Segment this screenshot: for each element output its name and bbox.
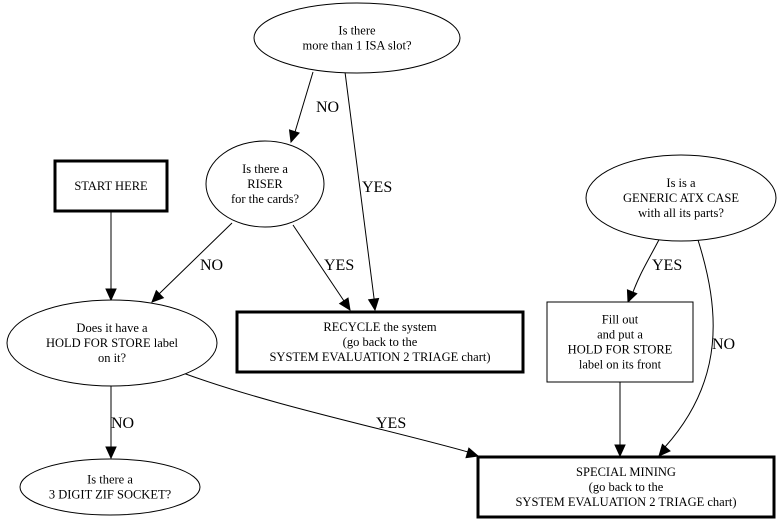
edge-label-no: NO: [712, 336, 735, 353]
edge-line: [182, 372, 479, 457]
decision-ellipse: [253, 2, 461, 74]
process-box: [476, 455, 776, 519]
edge-label-yes: YES: [362, 179, 392, 196]
edge-isa-slot-to-riser: [288, 71, 314, 144]
node-text-line: SPECIAL MINING: [576, 465, 676, 479]
node-text-line: RECYCLE the system: [323, 320, 436, 334]
edge-riser-to-hold-label: [151, 222, 233, 303]
arrowhead-icon: [367, 297, 380, 312]
arrowhead-icon: [658, 443, 671, 457]
edge-label-yes: YES: [652, 257, 682, 274]
node-text-line: with all its parts?: [638, 206, 724, 220]
arrowhead-icon: [465, 447, 480, 459]
node-text-line: GENERIC ATX CASE: [623, 191, 739, 205]
node-text-line: SYSTEM EVALUATION 2 TRIAGE chart): [515, 495, 736, 509]
arrowhead-icon: [105, 446, 117, 460]
arrowhead-icon: [288, 129, 300, 144]
edge-label-no: NO: [200, 257, 223, 274]
edge-label-yes: YES: [376, 415, 406, 432]
node-text-line: more than 1 ISA slot?: [302, 39, 411, 53]
node-text-line: SYSTEM EVALUATION 2 TRIAGE chart): [269, 350, 490, 364]
decision-ellipse: [205, 140, 325, 228]
process-box: [546, 301, 694, 383]
node-text-line: label on its front: [579, 358, 662, 372]
node-text-line: RISER: [247, 177, 283, 191]
node-text-line: for the cards?: [231, 192, 299, 206]
edge-fill-out-to-special-mining: [614, 382, 626, 458]
arrowhead-icon: [105, 288, 117, 302]
node-text-line: Fill out: [602, 313, 639, 327]
process-box: [235, 310, 525, 374]
node-text-line: HOLD FOR STORE label: [46, 336, 179, 350]
edge-label-no: NO: [111, 415, 134, 432]
node-start: START HERE: [53, 159, 169, 213]
edge-line: [658, 239, 714, 457]
edges-layer: [105, 71, 714, 460]
decision-ellipse: [6, 299, 218, 387]
node-zif-socket: Is there a3 DIGIT ZIF SOCKET?: [19, 458, 201, 516]
decision-ellipse: [585, 154, 777, 242]
arrowhead-icon: [151, 289, 165, 303]
edge-isa-slot-to-recycle: [344, 71, 380, 312]
node-text-line: Is there a: [87, 473, 133, 487]
node-text-line: (go back to the: [589, 480, 664, 494]
node-text-line: Is there: [338, 24, 376, 38]
edge-labels-layer: NO YES NO YES NO YES YES NO: [111, 99, 735, 432]
node-recycle: RECYCLE the system(go back to theSYSTEM …: [235, 310, 525, 374]
edge-riser-to-recycle: [292, 224, 351, 312]
node-text-line: HOLD FOR STORE: [568, 343, 673, 357]
edge-start-to-hold-label: [105, 211, 117, 302]
edge-label-no: NO: [316, 99, 339, 116]
node-text-line: (go back to the: [343, 335, 418, 349]
arrowhead-icon: [338, 297, 351, 312]
edge-hold-label-to-special-mining: [182, 372, 480, 459]
decision-ellipse: [19, 458, 201, 516]
arrowhead-icon: [614, 444, 626, 458]
node-text-line: 3 DIGIT ZIF SOCKET?: [49, 488, 172, 502]
node-text-line: on it?: [98, 351, 127, 365]
edge-generic-atx-to-special-mining: [658, 239, 714, 457]
process-box: [53, 159, 169, 213]
edge-hold-label-to-zif-socket: [105, 386, 117, 460]
node-text-line: START HERE: [74, 179, 148, 193]
edge-label-yes: YES: [324, 257, 354, 274]
node-text-line: and put a: [597, 328, 643, 342]
arrowhead-icon: [626, 289, 638, 304]
node-text-line: Does it have a: [76, 321, 148, 335]
node-text-line: Is is a: [666, 176, 696, 190]
node-text-line: Is there a: [242, 162, 288, 176]
